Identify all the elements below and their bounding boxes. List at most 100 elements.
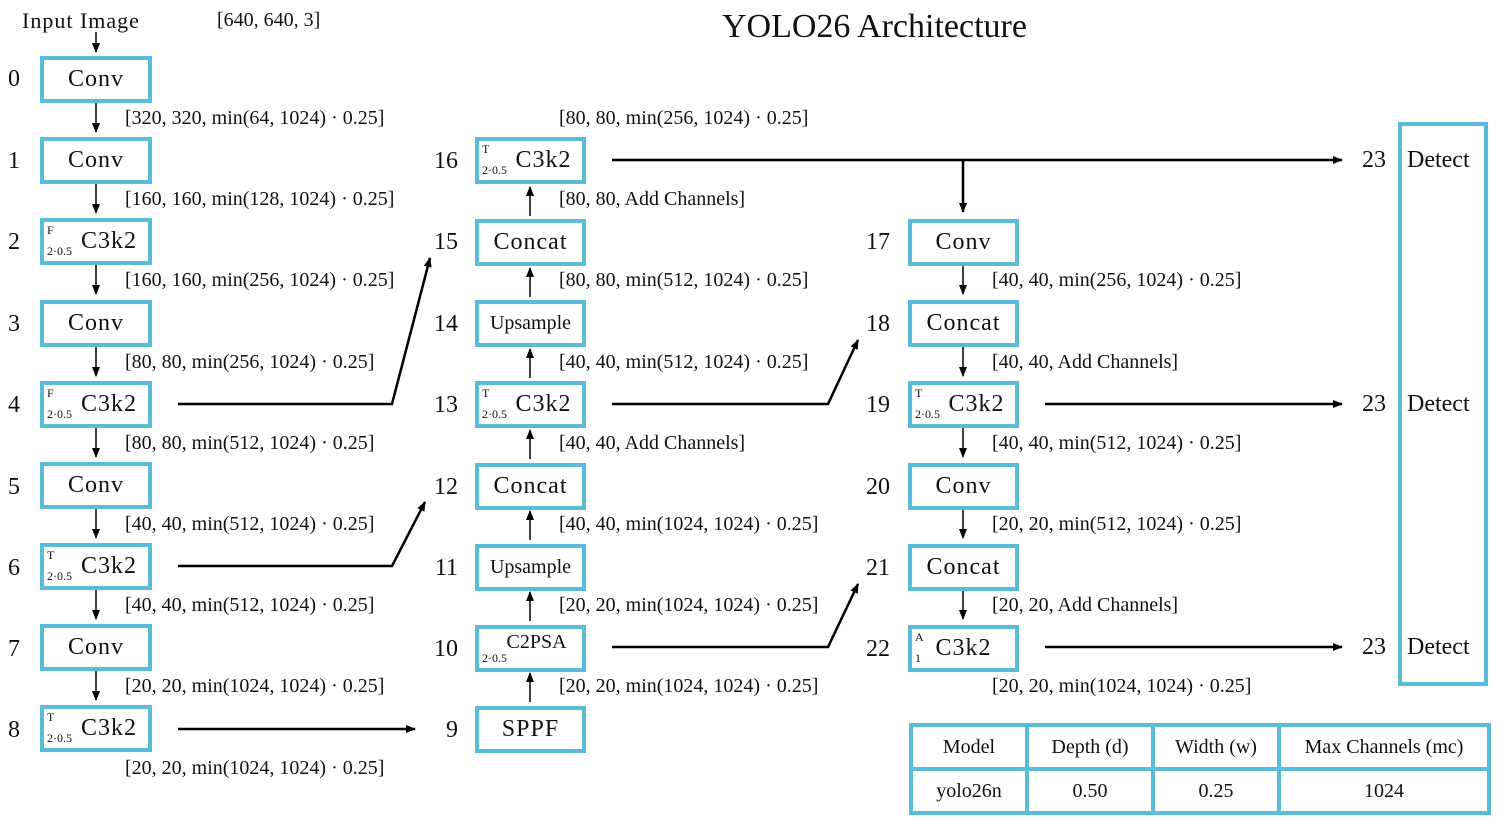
layer-17-conv: Conv <box>908 219 1019 266</box>
edge-label-4-5: [80, 80, min(512, 1024) · 0.25] <box>125 432 375 454</box>
layer-2-c3k2: F 2·0.5 C3k2 <box>40 218 152 265</box>
layer-20-name: Conv <box>935 473 992 499</box>
layer-19-sup: T <box>915 386 923 400</box>
layer-4-sup: F <box>47 386 54 400</box>
layer-9-sppf: SPPF <box>475 706 586 753</box>
edge-label-17-18: [40, 40, min(256, 1024) · 0.25] <box>992 269 1242 291</box>
header-depth: Depth (d) <box>1025 723 1155 771</box>
layer-10-sub: 2·0.5 <box>482 651 507 665</box>
layer-5-name: Conv <box>67 472 124 498</box>
layer-2-sub: 2·0.5 <box>47 244 72 258</box>
detect-label-mid: Detect <box>1407 391 1470 417</box>
table-header-row: Model Depth (d) Width (w) Max Channels (… <box>909 723 1491 771</box>
layer-index-7: 7 <box>8 636 20 662</box>
layer-14-upsample: Upsample <box>475 300 586 347</box>
edge-label-1-2: [160, 160, min(128, 1024) · 0.25] <box>125 188 395 210</box>
layer-index-20: 20 <box>866 474 890 500</box>
arrow-4-15 <box>178 257 432 406</box>
layer-22-c3k2: A 1 C3k2 <box>908 625 1019 672</box>
layer-index-2: 2 <box>8 229 20 255</box>
edge-label-10-11: [20, 20, min(1024, 1024) · 0.25] <box>559 594 819 616</box>
layer-index-19: 19 <box>866 392 890 418</box>
detect-index-bottom: 23 <box>1362 634 1386 660</box>
layer-index-12: 12 <box>434 474 458 500</box>
detect-index-top: 23 <box>1362 147 1386 173</box>
cell-depth: 0.50 <box>1025 767 1155 815</box>
layer-12-concat: Concat <box>475 463 586 510</box>
edge-label-15-16: [80, 80, Add Channels] <box>559 188 746 210</box>
layer-19-name: C3k2 <box>948 391 1005 417</box>
layer-4-sub: 2·0.5 <box>47 407 72 421</box>
arrow-6-12 <box>178 501 427 568</box>
layer-16-c3k2: T 2·0.5 C3k2 <box>475 137 586 184</box>
layer-1-conv: Conv <box>40 137 152 184</box>
edge-label-11-12: [40, 40, min(1024, 1024) · 0.25] <box>559 513 819 535</box>
layer-10-c2psa: 2·0.5 C2PSA <box>475 625 586 672</box>
layer-3-conv: Conv <box>40 300 152 347</box>
edge-label-2-3: [160, 160, min(256, 1024) · 0.25] <box>125 269 395 291</box>
edge-label-22-out: [20, 20, min(1024, 1024) · 0.25] <box>992 675 1252 697</box>
layer-index-4: 4 <box>8 392 20 418</box>
layer-16-sub: 2·0.5 <box>482 163 507 177</box>
layer-16-sup: T <box>482 142 490 156</box>
layer-index-15: 15 <box>434 229 458 255</box>
input-shape: [640, 640, 3] <box>217 9 321 31</box>
layer-6-c3k2: T 2·0.5 C3k2 <box>40 543 152 590</box>
edge-label-12-13: [40, 40, Add Channels] <box>559 432 746 454</box>
layer-13-sup: T <box>482 386 490 400</box>
edge-label-19-20: [40, 40, min(512, 1024) · 0.25] <box>992 432 1242 454</box>
edge-label-6-7: [40, 40, min(512, 1024) · 0.25] <box>125 594 375 616</box>
layer-6-name: C3k2 <box>80 553 137 579</box>
layer-22-sub: 1 <box>915 651 921 665</box>
arrow-13-18 <box>612 339 860 406</box>
layer-2-name: C3k2 <box>80 228 137 254</box>
layer-0-conv: Conv <box>40 56 152 103</box>
layer-22-sup: A <box>915 630 924 644</box>
layer-5-conv: Conv <box>40 462 152 509</box>
layer-index-18: 18 <box>866 311 890 337</box>
edge-label-9-10: [20, 20, min(1024, 1024) · 0.25] <box>559 675 819 697</box>
layer-21-concat: Concat <box>908 544 1019 591</box>
header-max-channels: Max Channels (mc) <box>1277 723 1491 771</box>
layer-index-17: 17 <box>866 229 890 255</box>
layer-21-name: Concat <box>926 554 1001 580</box>
layer-index-0: 0 <box>8 66 20 92</box>
edge-label-13-14: [40, 40, min(512, 1024) · 0.25] <box>559 351 809 373</box>
layer-8-c3k2: T 2·0.5 C3k2 <box>40 705 152 752</box>
layer-7-name: Conv <box>67 634 124 660</box>
layer-1-name: Conv <box>67 147 124 173</box>
edge-label-0-1: [320, 320, min(64, 1024) · 0.25] <box>125 107 385 129</box>
layer-8-name: C3k2 <box>80 715 137 741</box>
layer-3-name: Conv <box>67 310 124 336</box>
layer-index-6: 6 <box>8 555 20 581</box>
detect-label-bottom: Detect <box>1407 634 1470 660</box>
layer-8-sub: 2·0.5 <box>47 731 72 745</box>
layer-8-sup: T <box>47 710 55 724</box>
layer-14-name: Upsample <box>489 312 572 334</box>
layer-11-upsample: Upsample <box>475 544 586 591</box>
layer-15-concat: Concat <box>475 219 586 266</box>
table-row: yolo26n 0.50 0.25 1024 <box>909 767 1491 815</box>
layer-index-3: 3 <box>8 311 20 337</box>
layer-18-concat: Concat <box>908 300 1019 347</box>
edge-label-8-out: [20, 20, min(1024, 1024) · 0.25] <box>125 757 385 779</box>
arrow-10-21 <box>612 583 860 649</box>
layer-12-name: Concat <box>493 473 568 499</box>
layer-index-8: 8 <box>8 717 20 743</box>
layer-16-name: C3k2 <box>515 147 572 173</box>
detect-index-mid: 23 <box>1362 391 1386 417</box>
edge-label-7-8: [20, 20, min(1024, 1024) · 0.25] <box>125 675 385 697</box>
layer-7-conv: Conv <box>40 624 152 671</box>
layer-index-21: 21 <box>866 555 890 581</box>
layer-20-conv: Conv <box>908 463 1019 510</box>
layer-index-14: 14 <box>434 311 458 337</box>
diagram-title: YOLO26 Architecture <box>722 8 1027 45</box>
edge-label-20-21: [20, 20, min(512, 1024) · 0.25] <box>992 513 1242 535</box>
edge-label-14-15: [80, 80, min(512, 1024) · 0.25] <box>559 269 809 291</box>
layer-index-9: 9 <box>446 717 458 743</box>
cell-max-channels: 1024 <box>1277 767 1491 815</box>
edge-label-21-22: [20, 20, Add Channels] <box>992 594 1179 616</box>
layer-19-sub: 2·0.5 <box>915 407 940 421</box>
input-label: Input Image <box>22 8 140 33</box>
